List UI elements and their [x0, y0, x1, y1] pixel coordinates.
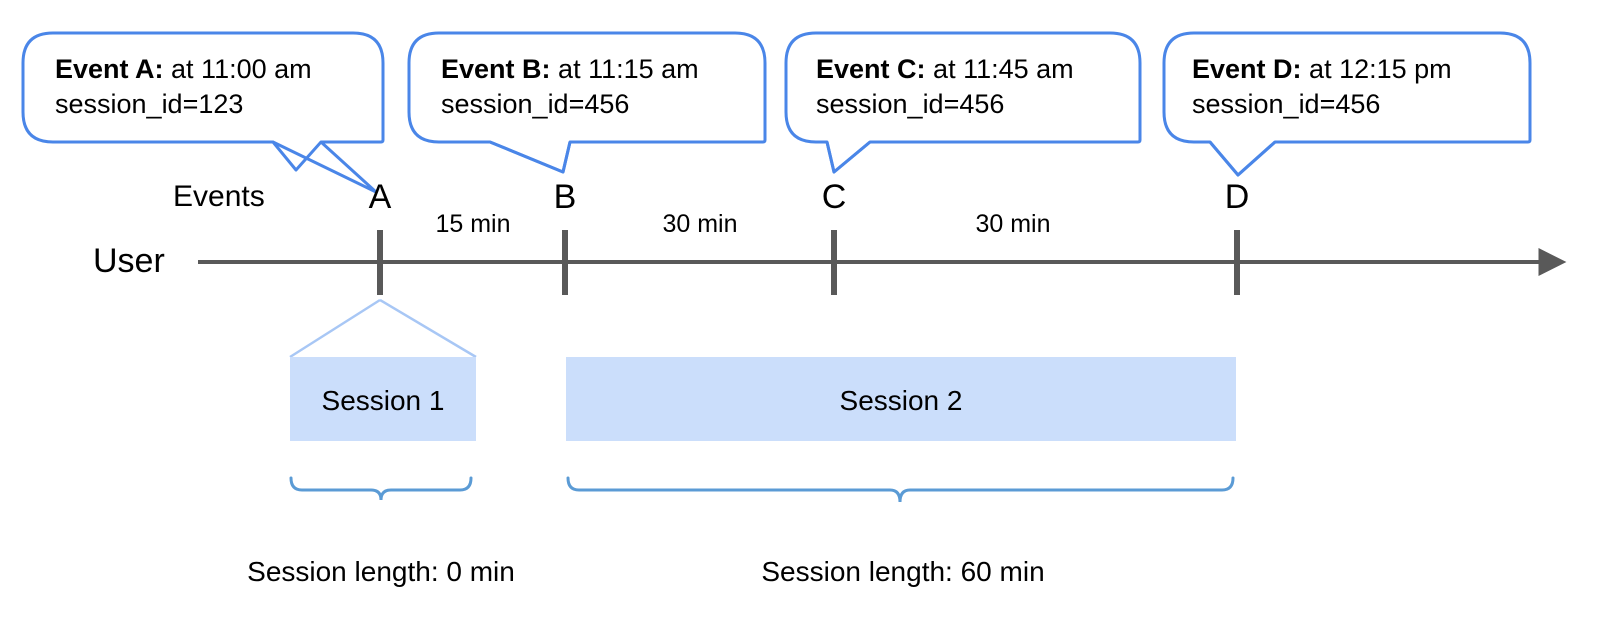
callout-b-line1: Event B: at 11:15 am: [441, 52, 699, 87]
callout-d-session-id: session_id=456: [1192, 89, 1381, 119]
callout-c-session-id: session_id=456: [816, 89, 1005, 119]
callout-d-line1: Event D: at 12:15 pm: [1192, 52, 1452, 87]
callout-d-event-name: Event D:: [1192, 54, 1302, 84]
session-2-brace: [566, 476, 1235, 503]
leader-line-b: [489, 140, 572, 174]
marker-label-a: A: [368, 178, 392, 216]
callout-a-time: at 11:00 am: [171, 54, 312, 84]
user-axis-label: User: [93, 242, 165, 280]
marker-label-c: C: [821, 178, 847, 216]
leader-line-c: [825, 140, 871, 174]
gap-label-a-b: 15 min: [435, 210, 511, 238]
session-1-brace: [289, 476, 473, 501]
marker-label-b: B: [553, 178, 577, 216]
marker-label-d: D: [1224, 178, 1250, 216]
callout-c-event-name: Event C:: [816, 54, 926, 84]
callout-b-session-id: session_id=456: [441, 89, 630, 119]
callout-d-time: at 12:15 pm: [1309, 54, 1452, 84]
callout-b-time: at 11:15 am: [558, 54, 699, 84]
callout-a-session-id: session_id=123: [55, 89, 244, 119]
callout-a-line1: Event A: at 11:00 am: [55, 52, 312, 87]
session-1-label: Session 1: [321, 385, 445, 416]
session-2-label: Session 2: [839, 385, 963, 416]
leader-line-d: [1208, 140, 1276, 177]
session-1-funnel: [289, 298, 477, 359]
events-row-label: Events: [173, 180, 265, 213]
callout-a-event-name: Event A:: [55, 54, 164, 84]
gap-label-b-c: 30 min: [662, 210, 738, 238]
callout-b-event-name: Event B:: [441, 54, 551, 84]
callout-c-time: at 11:45 am: [933, 54, 1074, 84]
session-1-length-label: Session length: 0 min: [247, 556, 515, 587]
session-2-length-label: Session length: 60 min: [761, 556, 1045, 587]
callout-c-line1: Event C: at 11:45 am: [816, 52, 1074, 87]
gap-label-c-d: 30 min: [975, 210, 1051, 238]
